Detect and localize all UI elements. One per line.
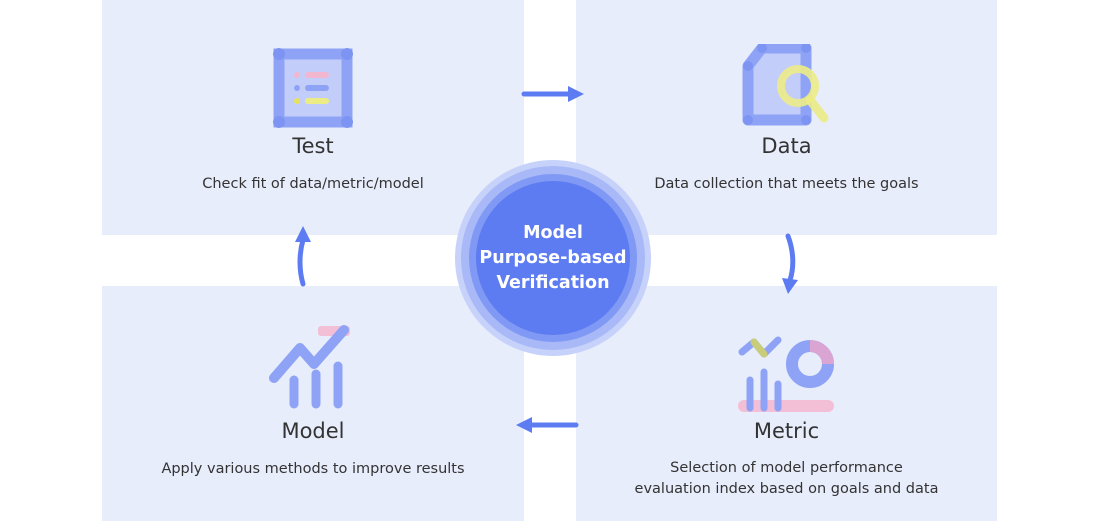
quadrant-metric-title: Metric xyxy=(753,419,820,443)
arrow-model-to-test xyxy=(295,226,311,287)
quadrant-test-description: Check fit of data/metric/model xyxy=(202,176,424,192)
checklist-icon xyxy=(273,48,353,128)
center-core: Model Purpose-based Verification xyxy=(476,181,630,335)
quadrant-metric: Metric Selection of model performance ev… xyxy=(576,286,997,521)
arrow-metric-to-model xyxy=(516,417,579,433)
quadrant-model: Model Apply various methods to improve r… xyxy=(102,286,524,521)
arrow-data-to-metric xyxy=(782,233,798,294)
center-title-line-1: Model xyxy=(523,222,583,243)
growth-chart-icon xyxy=(269,325,350,409)
center-title-line-3: Verification xyxy=(496,272,610,293)
metric-chart-icon xyxy=(738,336,834,412)
center-circle: Model Purpose-based Verification xyxy=(455,160,651,356)
quadrant-test-title: Test xyxy=(292,134,334,158)
quadrant-test: Test Check fit of data/metric/model xyxy=(102,0,524,235)
quadrant-data: Data Data collection that meets the goal… xyxy=(576,0,997,235)
quadrant-metric-description-line-2: evaluation index based on goals and data xyxy=(634,481,939,497)
quadrant-data-title: Data xyxy=(761,134,812,158)
quadrant-model-title: Model xyxy=(281,419,345,443)
data-search-icon xyxy=(742,44,829,126)
quadrant-model-description: Apply various methods to improve results xyxy=(161,461,465,477)
quadrant-metric-description-line-1: Selection of model performance xyxy=(670,460,903,476)
center-title-line-2: Purpose-based xyxy=(479,247,627,268)
quadrant-data-description: Data collection that meets the goals xyxy=(654,176,919,192)
arrow-test-to-data xyxy=(521,86,584,102)
quadrant-metric-description: Selection of model performance evaluatio… xyxy=(576,458,997,500)
